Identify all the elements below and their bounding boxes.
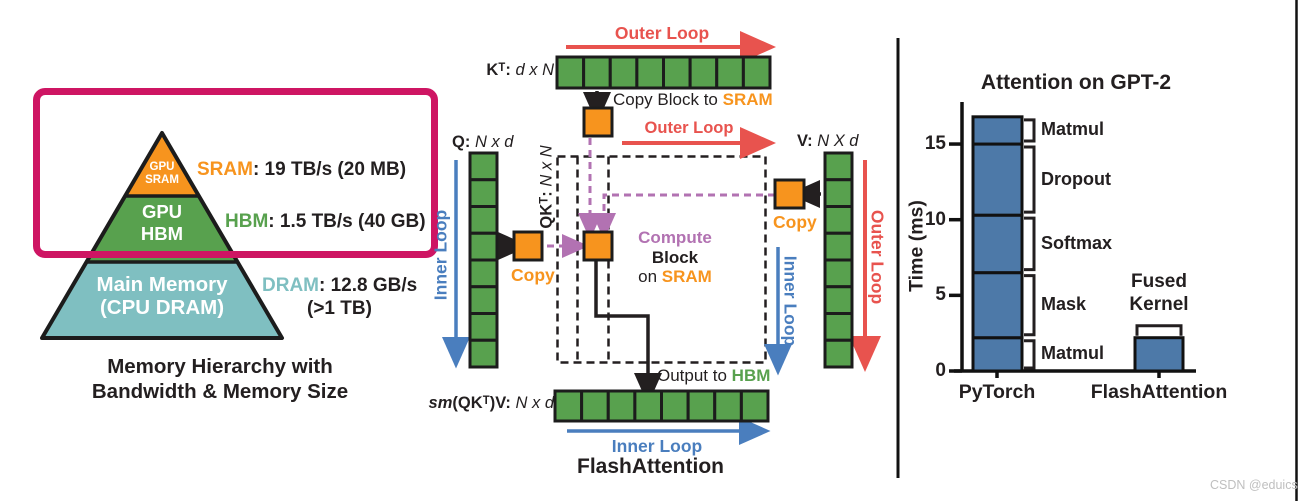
compute-block-label: Compute Block on SRAM <box>638 228 712 286</box>
outer-loop-mid-label: Outer Loop <box>644 119 734 137</box>
y-tick-label: 5 <box>935 284 946 306</box>
segment-bracket <box>1024 274 1036 337</box>
flashattention-bar <box>1133 336 1185 373</box>
y-tick-label: 15 <box>924 133 946 155</box>
watermark: CSDN @eduics <box>1210 478 1298 492</box>
output-matrix-label: sm(QKᵀ)V: N x d <box>428 394 554 412</box>
kt-matrix-cell <box>635 55 665 90</box>
output-matrix-cell <box>580 389 610 423</box>
q-matrix-cell <box>468 205 499 235</box>
diagram-title: FlashAttention <box>577 455 724 478</box>
output-matrix-cell <box>660 389 690 423</box>
outer-loop-top-label: Outer Loop <box>614 23 710 43</box>
bar-segment <box>971 336 1024 373</box>
dram-capacity-label: (>1 TB) <box>307 298 372 319</box>
output-matrix-cell <box>553 389 584 423</box>
x-label-flashattention: FlashAttention <box>1090 381 1228 403</box>
bar-segment <box>971 213 1024 275</box>
segment-label: Matmul <box>1041 119 1104 140</box>
copy-output-arrows <box>498 91 821 405</box>
q-matrix-cell <box>468 285 499 315</box>
kt-matrix-cell <box>582 55 612 90</box>
x-label-pytorch: PyTorch <box>958 381 1036 403</box>
segment-label: Mask <box>1041 294 1087 315</box>
v-matrix-cell <box>823 231 854 262</box>
segment-bracket <box>1024 216 1036 272</box>
segment-label: Dropout <box>1041 168 1111 189</box>
q-matrix-cell <box>468 151 499 182</box>
copy-q-label: Copy <box>511 265 555 285</box>
kt-matrix-cell <box>662 55 692 90</box>
q-matrix-cell <box>468 258 499 289</box>
copy-v-label: Copy <box>773 212 817 232</box>
segment-label: Matmul <box>1041 343 1104 364</box>
v-matrix-cell <box>823 178 854 208</box>
kt-matrix-cell <box>688 55 719 90</box>
bar-segment <box>971 115 1024 146</box>
q-matrix-cell <box>468 312 499 342</box>
chart-title: Attention on GPT-2 <box>980 71 1172 94</box>
segment-bracket <box>1024 339 1036 370</box>
fused-kernel-bracket <box>1135 324 1183 336</box>
inner-loop-box-label: Inner Loop <box>780 255 801 347</box>
memory-pyramid-icon <box>40 131 284 340</box>
kt-matrix-cell <box>608 55 639 90</box>
output-matrix-cell <box>633 389 663 423</box>
kt-matrix-cell <box>715 55 745 90</box>
kt-matrix-cell <box>741 55 772 90</box>
inner-loop-arrows <box>442 160 792 445</box>
v-matrix-cell <box>823 338 854 369</box>
kt-matrix-label: Kᵀ: d x N <box>486 61 554 79</box>
qkt-dashed-region <box>556 155 767 364</box>
segment-bracket <box>1024 118 1036 143</box>
v-matrix-label: V: N X d <box>797 132 859 150</box>
dram-bandwidth-label: DRAM: 12.8 GB/s <box>262 275 418 296</box>
output-matrix-cell <box>686 389 717 423</box>
segment-bracket <box>1024 145 1036 214</box>
inner-loop-bottom-label: Inner Loop <box>611 436 703 456</box>
gpu-memory-highlight-box <box>33 88 438 258</box>
output-matrix-cell <box>606 389 637 423</box>
output-matrix-cell <box>739 389 770 423</box>
outer-loop-right-label: Outer Loop <box>867 209 888 305</box>
segment-label: Softmax <box>1041 232 1113 253</box>
copy-block-to-sram-label: Copy Block to SRAM <box>613 90 773 109</box>
bar-segment <box>971 142 1024 217</box>
v-matrix-cell <box>823 312 854 342</box>
kt-matrix-cell <box>555 55 586 90</box>
q-matrix-cell <box>468 231 499 262</box>
hbm-bandwidth-label: HBM: 1.5 TB/s (40 GB) <box>225 211 426 232</box>
q-matrix-cell <box>468 338 499 369</box>
sram-block-icons <box>512 106 806 262</box>
compute-dataflow-arrows <box>547 138 775 258</box>
pyramid-tier-dram-label: Main Memory(CPU DRAM) <box>96 273 228 319</box>
y-tick-label: 0 <box>935 360 946 381</box>
fused-kernel-annotation: Fused Kernel <box>1129 271 1189 315</box>
q-matrix-label: Q: N x d <box>452 133 514 151</box>
inner-loop-left-label: Inner Loop <box>430 209 451 301</box>
v-matrix-cell <box>823 151 854 182</box>
sram-bandwidth-label: SRAM: 19 TB/s (20 MB) <box>197 159 407 180</box>
v-matrix-cell <box>823 285 854 315</box>
output-to-hbm-label: Output to HBM <box>657 366 771 385</box>
outer-loop-arrows <box>566 31 881 372</box>
qkt-matrix-label: QKᵀ: N x N <box>537 145 556 229</box>
y-tick-label: 10 <box>924 208 946 230</box>
output-matrix-cell <box>713 389 743 423</box>
v-matrix-cell <box>823 258 854 289</box>
q-matrix-cell <box>468 178 499 208</box>
v-matrix-cell <box>823 205 854 235</box>
bar-segment <box>971 271 1024 340</box>
